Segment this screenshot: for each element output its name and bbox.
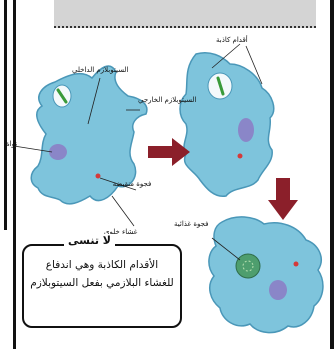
- note-text: الأقدام الكاذبة وهي اندفاع للغشاء البلاز…: [30, 256, 174, 292]
- amoeba-1-red-vacuole: [96, 174, 101, 179]
- arrow-right: [148, 138, 190, 166]
- amoeba-3-red-vacuole: [294, 262, 299, 267]
- leader-cell-membrane: [112, 196, 134, 226]
- label-contractile-vacuole: فجوة منقبضة: [112, 180, 152, 188]
- amoeba-3-food-vacuole: [236, 254, 260, 278]
- label-nucleus: نواة: [6, 140, 17, 148]
- amoeba-cell-3: [209, 217, 323, 333]
- note-title: لا تنسى: [64, 234, 115, 247]
- amoeba-2-red-vacuole: [238, 154, 243, 159]
- amoeba-2-nucleus: [238, 118, 254, 142]
- amoeba-cell-2: [180, 53, 274, 197]
- amoeba-3-nucleus: [269, 280, 287, 300]
- label-endoplasm: السيتوبلازم الداخلي: [72, 66, 128, 74]
- label-food-vacuole: فجوة غذائية: [174, 220, 208, 228]
- arrow-down: [268, 178, 298, 220]
- label-pseudopodia: أقدام كاذبة: [216, 36, 248, 44]
- label-ectoplasm: السيتوبلازم الخارجي: [138, 96, 197, 104]
